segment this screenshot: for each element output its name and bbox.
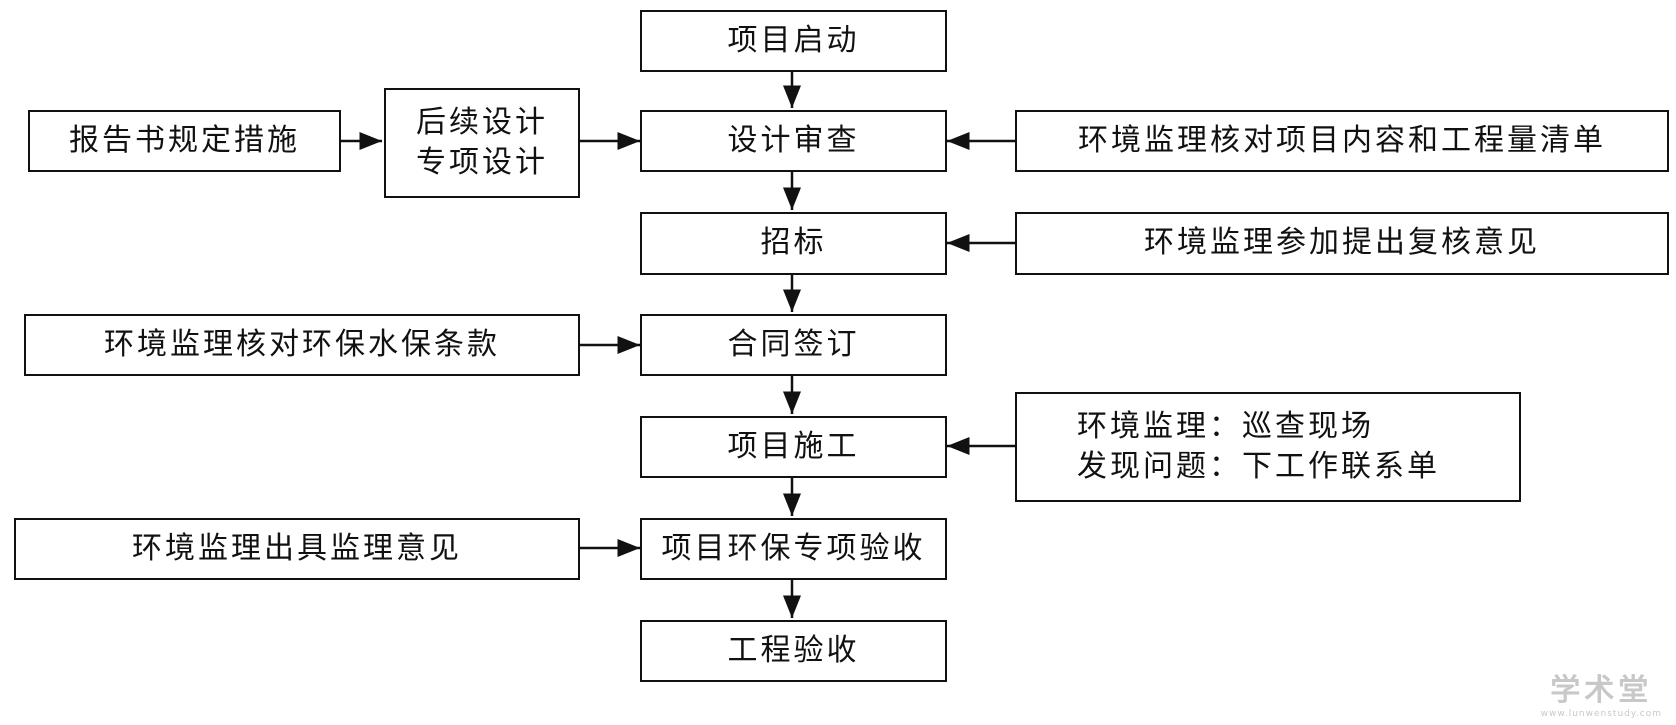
site-patrol-line-2: 发现问题：下工作联系单 <box>1077 449 1440 484</box>
node-review-opinion: 环境监理参加提出复核意见 <box>1015 212 1669 275</box>
node-report-measures: 报告书规定措施 <box>28 110 341 172</box>
node-check-clauses: 环境监理核对环保水保条款 <box>24 314 580 376</box>
followup-line-1: 后续设计 <box>416 104 548 140</box>
node-issue-opinion: 环境监理出具监理意见 <box>14 518 580 580</box>
node-final-acceptance: 工程验收 <box>640 620 947 682</box>
node-followup-design: 后续设计 专项设计 <box>384 88 580 198</box>
node-bidding: 招标 <box>640 212 947 275</box>
watermark-url: www.lunwenstudy.com <box>1540 709 1662 719</box>
watermark-title: 学术堂 <box>1550 673 1653 708</box>
followup-line-2: 专项设计 <box>416 145 548 180</box>
node-contract: 合同签订 <box>640 314 947 376</box>
node-design-review: 设计审查 <box>640 110 947 172</box>
node-env-acceptance: 项目环保专项验收 <box>640 518 947 580</box>
node-construction: 项目施工 <box>640 416 947 478</box>
watermark-logo: 学术堂 www.lunwenstudy.com <box>1541 665 1662 719</box>
node-start: 项目启动 <box>640 10 947 72</box>
node-site-patrol: 环境监理：巡查现场 发现问题：下工作联系单 <box>1015 392 1521 502</box>
site-patrol-line-1: 环境监理：巡查现场 <box>1077 408 1374 444</box>
node-check-content: 环境监理核对项目内容和工程量清单 <box>1015 110 1669 172</box>
